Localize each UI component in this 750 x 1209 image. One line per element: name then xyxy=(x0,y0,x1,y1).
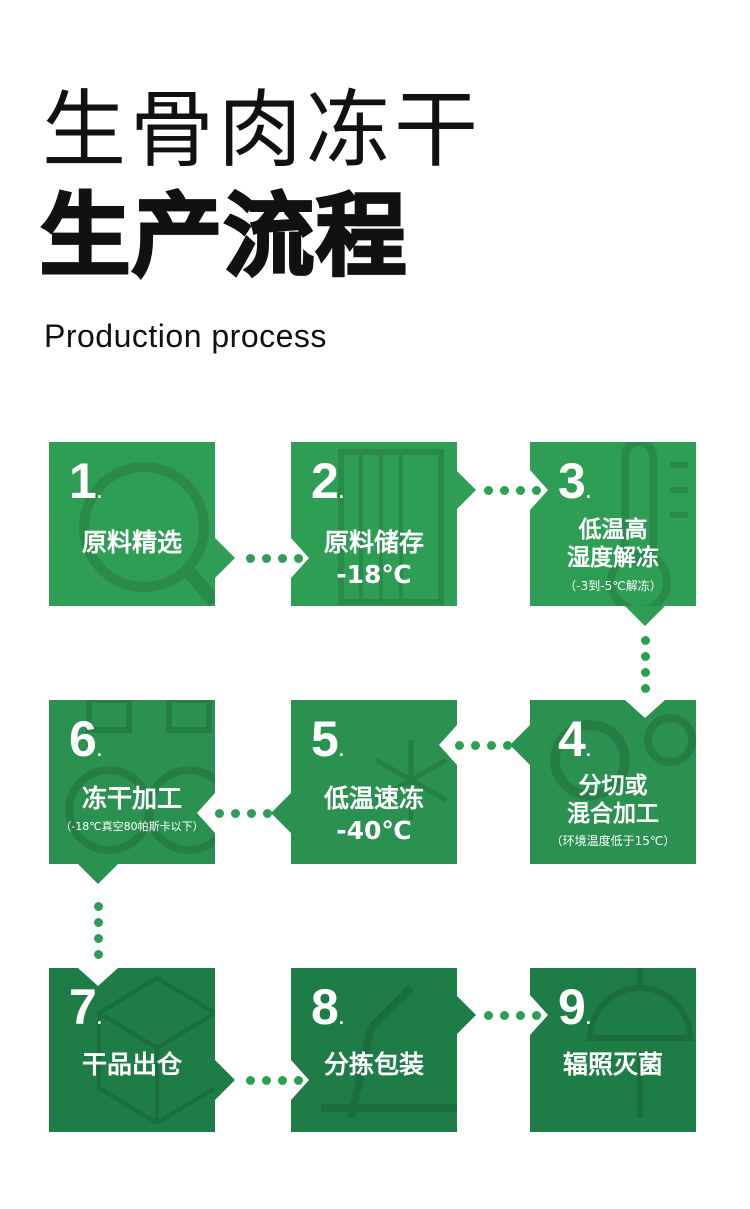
step-number: 7. xyxy=(69,979,102,1035)
connector-dots xyxy=(94,902,103,959)
step-number: 2. xyxy=(311,453,344,509)
step-number: 8. xyxy=(311,979,344,1035)
step-label-2: 混合加工 xyxy=(567,801,659,827)
step-label: 分拣包装 xyxy=(323,1050,424,1079)
connector-dots xyxy=(455,741,512,750)
step-9-card: 9. 辐照灭菌 xyxy=(530,968,696,1132)
arrow-tab xyxy=(456,995,476,1035)
step-temp: -18℃ xyxy=(336,560,412,589)
step-label: 冻干加工 xyxy=(81,784,182,813)
arrow-tab xyxy=(78,864,118,884)
step-label: 干品出仓 xyxy=(81,1050,182,1079)
connector-dots xyxy=(215,809,272,818)
step-7-card: 7. 干品出仓 xyxy=(49,968,215,1132)
step-label-2: 湿度解冻 xyxy=(567,545,659,571)
title-line-1: 生骨肉冻干 xyxy=(42,81,483,179)
step-number: 4. xyxy=(558,711,591,767)
step-label: 低温速冻 xyxy=(323,784,424,813)
step-note: （-18℃真空80帕斯卡以下） xyxy=(60,820,204,833)
step-label: 低温高 xyxy=(578,517,648,543)
step-number: 3. xyxy=(558,453,591,509)
arrow-tab xyxy=(215,538,235,578)
arrow-tab xyxy=(456,470,476,510)
step-note: （环境温度低于15℃） xyxy=(550,834,676,848)
step-label: 原料精选 xyxy=(81,528,182,557)
step-1-card: 1. 原料精选 xyxy=(49,442,215,606)
step-4-card: 4. 分切或 混合加工 （环境温度低于15℃） xyxy=(530,700,696,864)
step-5-card: 5. 低温速冻 -40℃ xyxy=(291,700,457,864)
step-temp: -40℃ xyxy=(336,816,412,845)
step-number: 9. xyxy=(558,979,591,1035)
step-note: （-3到-5℃解冻） xyxy=(564,579,662,593)
step-number: 6. xyxy=(69,711,102,767)
step-3-card: 3. 低温高 湿度解冻 （-3到-5℃解冻） xyxy=(530,442,696,606)
arrow-notch xyxy=(625,700,665,718)
step-2-card: 2. 原料储存 -18℃ xyxy=(291,442,457,606)
connector-dots xyxy=(484,486,541,495)
step-8-card: 8. 分拣包装 xyxy=(291,968,457,1132)
step-number: 1. xyxy=(69,453,102,509)
connector-dots xyxy=(484,1011,541,1020)
step-label: 原料储存 xyxy=(323,528,424,557)
connector-dots xyxy=(641,636,650,693)
title-line-2: 生产流程 xyxy=(39,184,408,289)
connector-dots xyxy=(246,1076,303,1085)
step-number: 5. xyxy=(311,711,344,767)
arrow-notch xyxy=(439,725,457,765)
arrow-notch xyxy=(78,968,118,986)
step-label: 分切或 xyxy=(578,773,648,799)
arrow-tab xyxy=(625,606,665,626)
subtitle: Production process xyxy=(44,318,327,354)
arrow-tab xyxy=(510,725,530,765)
arrow-notch xyxy=(197,793,215,833)
connector-dots xyxy=(246,554,303,563)
step-label: 辐照灭菌 xyxy=(562,1050,663,1079)
arrow-tab xyxy=(271,793,291,833)
arrow-tab xyxy=(215,1060,235,1100)
step-6-card: 6. 冻干加工 （-18℃真空80帕斯卡以下） xyxy=(49,700,215,864)
